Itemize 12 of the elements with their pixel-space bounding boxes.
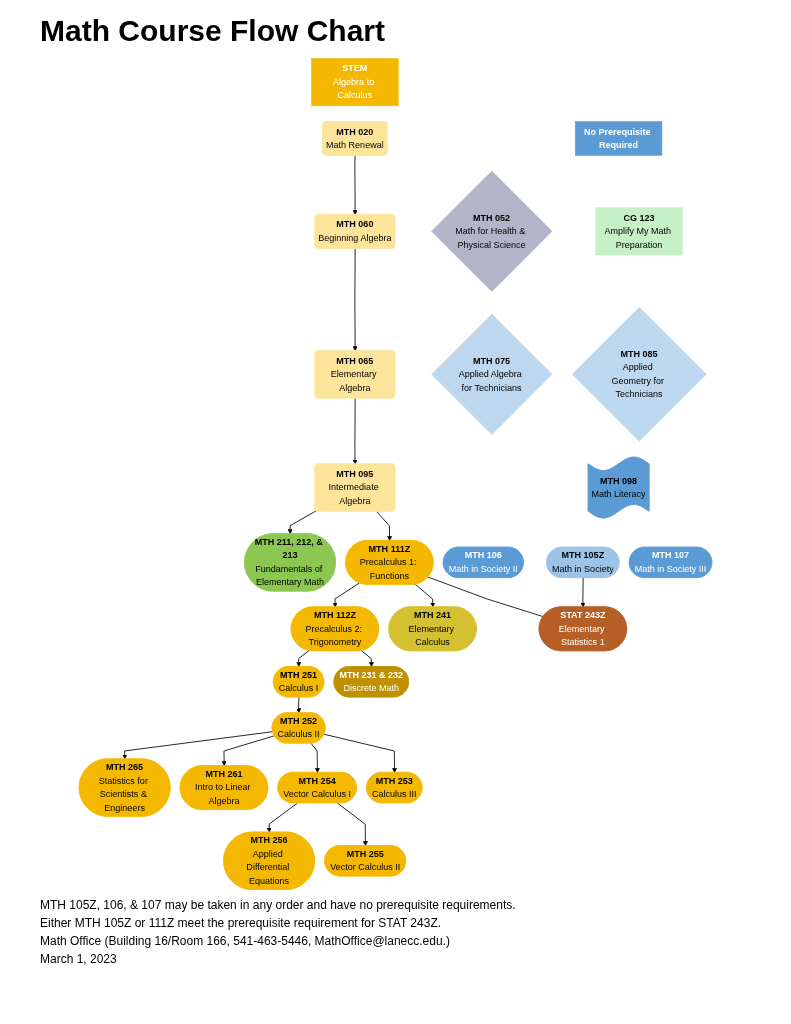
note-text: March 1, 2023 — [40, 952, 118, 966]
connector — [427, 576, 544, 618]
note-text: MTH 105Z, 106, & 107 may be taken in any order and have no prerequisite requirements. — [40, 898, 517, 912]
node-box: CG 123 Amplify My Math Preparation — [595, 207, 683, 256]
node-diamond: MTH 085 Applied Geometry for Technicians — [572, 307, 707, 442]
node-box: No Prerequisite Required — [574, 121, 663, 156]
node-diamond: MTH 052 Math for Health & Physical Science — [431, 170, 553, 292]
node-diamond: MTH 075 Applied Algebra for Technicians — [431, 313, 553, 435]
note-text: Math Office (Building 16/Room 166, 541-463-5446, MathOffice@lanecc.edu.) — [40, 934, 451, 948]
note-text: Either MTH 105Z or 111Z meet the prerequisite requirement for STAT 243Z. — [40, 916, 443, 930]
node-box: STEM Algebra to Calculus — [311, 58, 399, 107]
title: Math Course Flow Chart — [40, 14, 386, 48]
